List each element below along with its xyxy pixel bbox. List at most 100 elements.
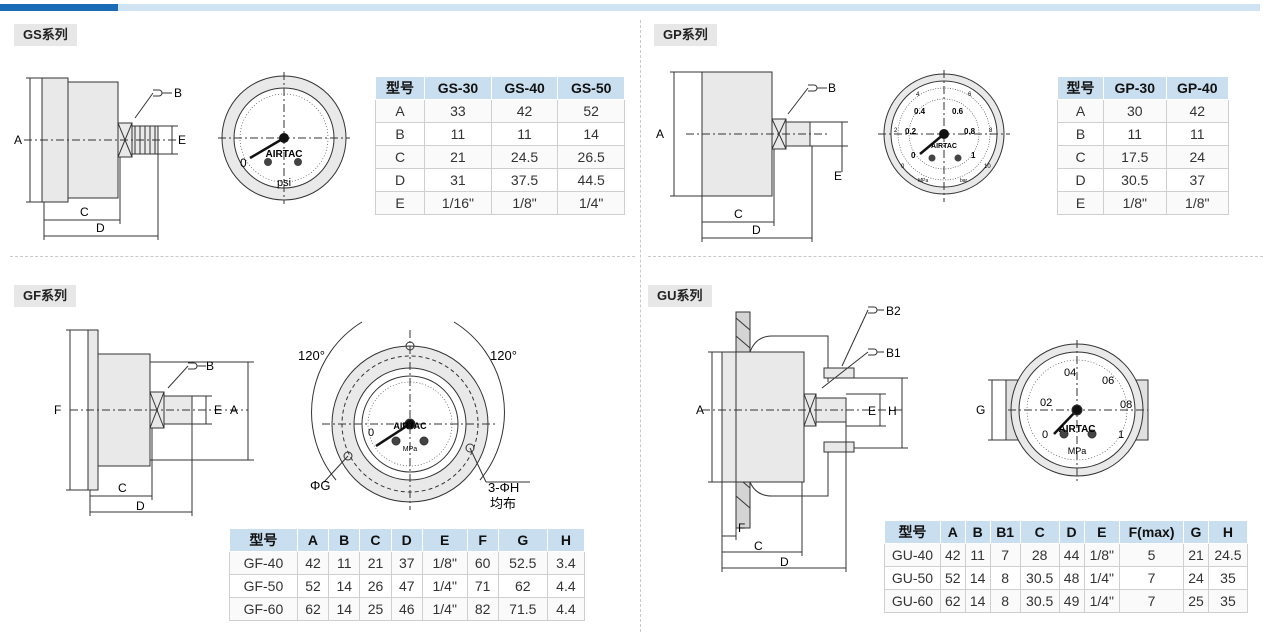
- table-cell: E: [374, 191, 426, 215]
- gp-label-c: C: [734, 207, 743, 221]
- table-cell: 8: [989, 566, 1021, 590]
- table-cell: 14: [328, 574, 361, 598]
- table-cell: 37: [1165, 168, 1230, 192]
- table-cell: 1/8": [1103, 191, 1167, 215]
- gp-gauge-brand: AIRTAC: [931, 143, 957, 150]
- gp-outer-tick-4: 8: [989, 128, 993, 134]
- gp-gauge-unit-bar: bar: [960, 178, 968, 184]
- gp-section-title: GP系列: [654, 24, 717, 46]
- table-cell: 37.5: [490, 168, 559, 192]
- table-header-cell: 型号: [374, 76, 426, 100]
- table-header-cell: F(max): [1119, 520, 1185, 544]
- table-cell: 1/8": [1083, 543, 1121, 567]
- gu-label-d: D: [780, 555, 789, 569]
- table-cell: GU-50: [884, 566, 941, 590]
- table-cell: 52: [939, 566, 966, 590]
- table-cell: 37: [390, 551, 423, 575]
- gu-gauge-unit: MPa: [1068, 446, 1087, 456]
- gp-gauge-unit-mpa: MPa: [918, 178, 929, 184]
- gp-outer-tick-5: 10: [984, 164, 991, 170]
- table-cell: 82: [466, 597, 499, 621]
- table-header-cell: A: [939, 520, 966, 544]
- table-header-cell: 型号: [229, 528, 298, 552]
- table-cell: 31: [424, 168, 492, 192]
- table-cell: 62: [296, 597, 330, 621]
- table-cell: 1/4": [1083, 566, 1121, 590]
- gp-inner-tick-3: 0.6: [952, 107, 964, 116]
- table-cell: 52: [557, 99, 625, 123]
- table-cell: 14: [328, 597, 361, 621]
- table-header-cell: H: [546, 528, 586, 552]
- table-header-cell: 型号: [1056, 76, 1105, 100]
- table-cell: 52.5: [497, 551, 548, 575]
- table-header-cell: G: [497, 528, 548, 552]
- gs-section-title: GS系列: [14, 24, 77, 46]
- gf-section-title: GF系列: [14, 285, 77, 307]
- table-cell: GF-50: [229, 574, 298, 598]
- gp-outer-tick-3: 6: [968, 92, 972, 98]
- top-accent-bar: [0, 4, 1260, 11]
- gp-label-d: D: [752, 223, 761, 237]
- table-header-cell: C: [359, 528, 392, 552]
- table-cell: 44: [1058, 543, 1085, 567]
- table-cell: 52: [296, 574, 330, 598]
- table-cell: 30.5: [1019, 589, 1060, 613]
- gf-label-f: F: [54, 403, 61, 417]
- table-cell: 49: [1058, 589, 1085, 613]
- gp-label-e: E: [834, 169, 842, 183]
- gs-label-a: A: [14, 133, 22, 147]
- gu-gauge-brand: AIRTAC: [1058, 424, 1095, 435]
- table-header-cell: B1: [989, 520, 1021, 544]
- gu-gauge-tick-4: 08: [1120, 399, 1132, 411]
- table-cell: 14: [964, 566, 991, 590]
- gs-gauge-front-view: 0 AIRTAC psi: [218, 72, 350, 204]
- top-accent-highlight: [0, 4, 118, 11]
- table-cell: 47: [390, 574, 423, 598]
- table-cell: 1/4": [421, 574, 468, 598]
- gf-label-angle-left: 120°: [298, 348, 325, 363]
- gp-inner-tick-0: 0: [911, 151, 916, 160]
- table-cell: 46: [390, 597, 423, 621]
- table-header-cell: G: [1183, 520, 1209, 544]
- table-cell: 25: [359, 597, 392, 621]
- table-cell: 1/8": [1165, 191, 1230, 215]
- gs-gauge-brand: AIRTAC: [265, 149, 302, 160]
- table-cell: 42: [1165, 99, 1230, 123]
- table-cell: A: [374, 99, 426, 123]
- table-cell: 1/16": [424, 191, 492, 215]
- table-header-cell: A: [296, 528, 330, 552]
- gf-label-b: B: [206, 359, 214, 373]
- table-header-cell: D: [1058, 520, 1085, 544]
- table-header-cell: C: [1019, 520, 1060, 544]
- table-cell: E: [1056, 191, 1105, 215]
- table-cell: 24.5: [1207, 543, 1249, 567]
- gp-outer-tick-1: 2: [894, 128, 898, 134]
- gs-table-header-row: 型号 GS-30 GS-40 GS-50: [374, 76, 625, 100]
- table-cell: 24.5: [490, 145, 559, 169]
- gf-table-header-row: 型号 A B C D E F G H: [229, 528, 586, 552]
- gu-gauge-tick-5: 1: [1118, 429, 1124, 441]
- table-cell: 33: [424, 99, 492, 123]
- table-cell: 35: [1207, 566, 1249, 590]
- table-cell: D: [1056, 168, 1105, 192]
- table-cell: 1/4": [421, 597, 468, 621]
- table-cell: 71: [466, 574, 499, 598]
- table-cell: 26: [359, 574, 392, 598]
- table-header-cell: H: [1207, 520, 1249, 544]
- table-cell: 11: [490, 122, 559, 146]
- table-cell: 8: [989, 589, 1021, 613]
- table-cell: 30: [1103, 99, 1167, 123]
- table-cell: 30.5: [1019, 566, 1060, 590]
- table-cell: 1/4": [1083, 589, 1121, 613]
- table-cell: 21: [1183, 543, 1209, 567]
- gu-gauge-tick-3: 06: [1102, 375, 1114, 387]
